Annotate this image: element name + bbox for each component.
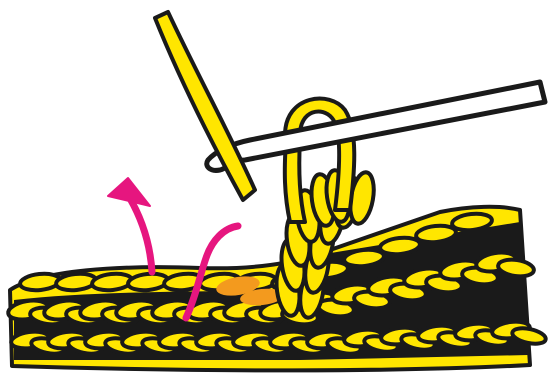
crochet-hook-icon (207, 82, 545, 170)
yarn-strand (155, 12, 255, 200)
